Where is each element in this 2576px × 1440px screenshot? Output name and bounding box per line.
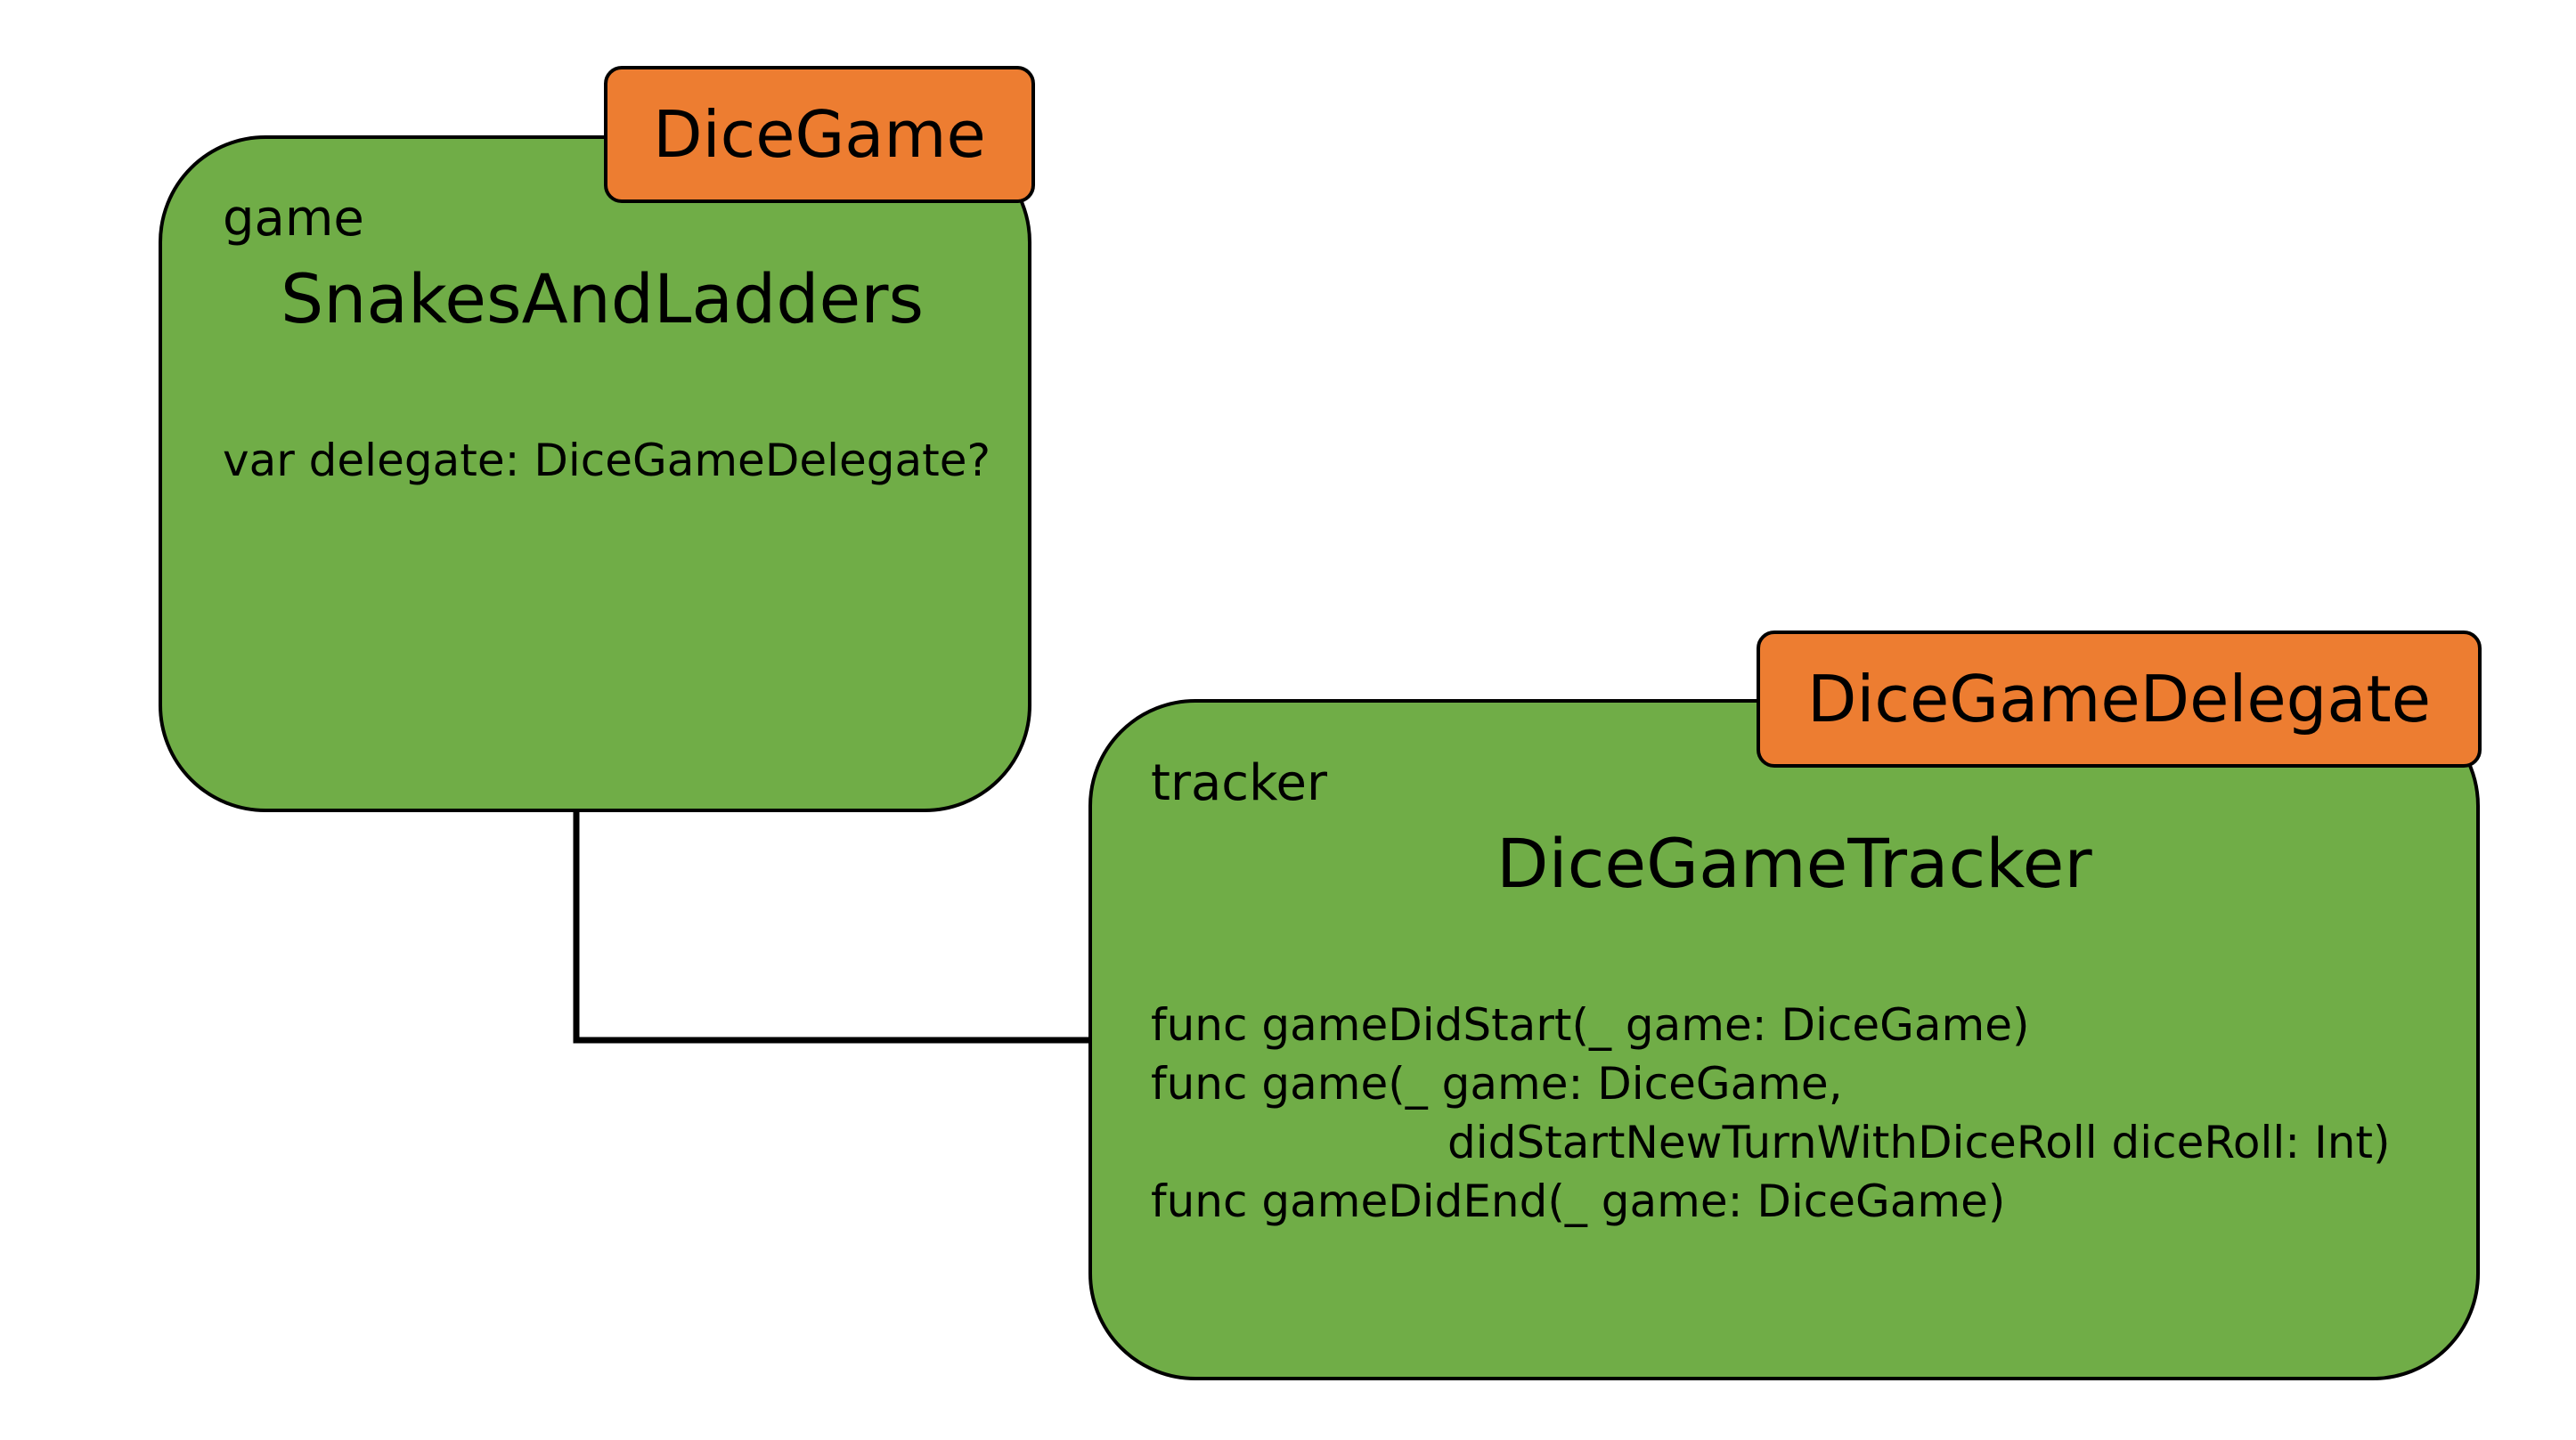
game-type-name: SnakesAndLadders bbox=[281, 259, 925, 338]
delegate-property: var delegate: DiceGameDelegate? bbox=[223, 435, 991, 486]
dicegame-protocol-tag: DiceGame bbox=[604, 66, 1035, 203]
tracker-type-name: DiceGameTracker bbox=[1496, 824, 2092, 903]
dicegame-instance-card bbox=[159, 135, 1031, 812]
tracker-variable-name: tracker bbox=[1151, 754, 1327, 812]
tracker-instance-card bbox=[1088, 699, 2480, 1380]
method-game-did-start-new-turn: func game(_ game: DiceGame, bbox=[1151, 1058, 1843, 1110]
method-game-did-start: func gameDidStart(_ game: DiceGame) bbox=[1151, 999, 2030, 1051]
dicegame-protocol-label: DiceGame bbox=[653, 97, 986, 172]
method-game-did-end: func gameDidEnd(_ game: DiceGame) bbox=[1151, 1176, 2006, 1227]
game-variable-name: game bbox=[223, 190, 364, 248]
dicegamedelegate-protocol-tag: DiceGameDelegate bbox=[1757, 631, 2482, 768]
method-game-did-start-new-turn-continued: didStartNewTurnWithDiceRoll diceRoll: In… bbox=[1447, 1117, 2391, 1168]
dicegamedelegate-protocol-label: DiceGameDelegate bbox=[1806, 662, 2432, 736]
